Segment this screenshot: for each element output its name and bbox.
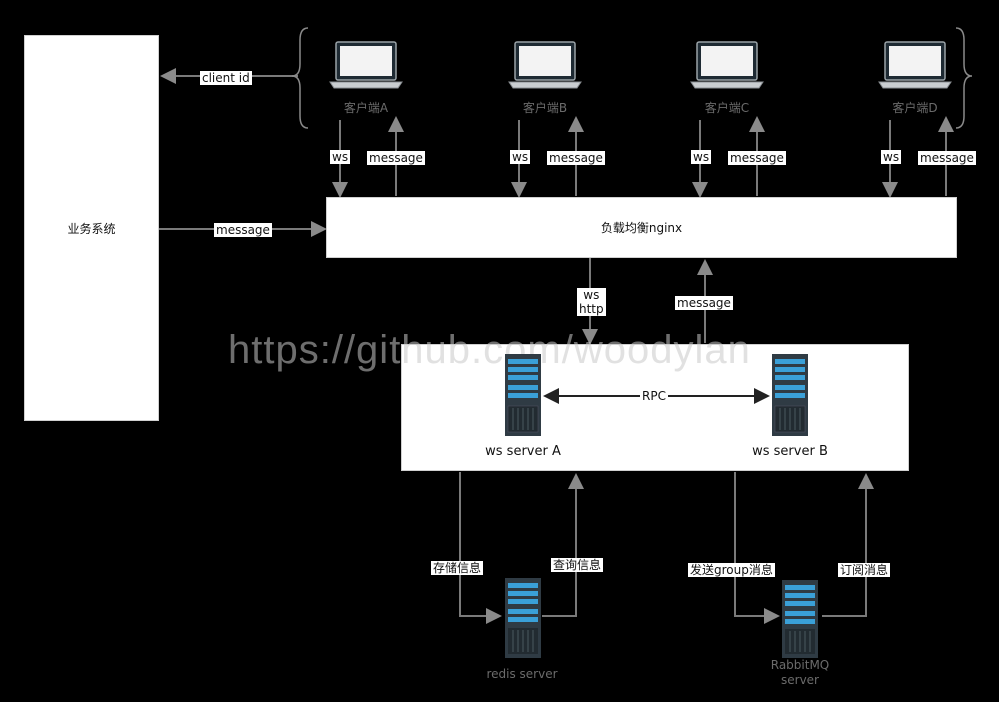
laptop-icon: [690, 41, 764, 89]
message-label: message: [728, 151, 786, 165]
server-icon: [772, 354, 808, 436]
client-id-label: client id: [200, 71, 252, 85]
client-label: 客户端B: [522, 101, 568, 115]
nginx-to-ws-label: ws http: [577, 288, 606, 316]
redis-server-label: redis server: [486, 667, 558, 681]
ws-to-nginx-label: message: [675, 296, 733, 310]
query-info-label: 查询信息: [551, 558, 604, 572]
nginx-box: 负载均衡nginx: [326, 197, 957, 258]
laptop-icon: [508, 41, 582, 89]
subscribe-message-label: 订阅消息: [838, 563, 891, 577]
ws-server-b-label: ws server B: [752, 444, 828, 459]
client-label: 客户端D: [892, 101, 938, 115]
server-icon: [505, 354, 541, 436]
ws-label: ws: [691, 150, 712, 164]
message-label: message: [547, 151, 605, 165]
store-info-label: 存储信息: [431, 561, 484, 575]
watermark-text: https://github.com/woodylan: [228, 328, 751, 372]
send-group-message-label: 发送group消息: [688, 563, 775, 577]
client-label: 客户端C: [704, 101, 750, 115]
business-message-label: message: [214, 223, 272, 237]
nginx-label: 负载均衡nginx: [600, 221, 683, 235]
message-label: message: [918, 151, 976, 165]
business-system-label: 业务系统: [67, 221, 116, 236]
ws-label: ws: [330, 150, 351, 164]
server-icon: [505, 578, 541, 658]
ws-label: ws: [881, 150, 902, 164]
message-label: message: [367, 151, 425, 165]
rpc-label: RPC: [640, 389, 668, 403]
ws-label: ws: [510, 150, 531, 164]
server-icon: [782, 580, 818, 658]
rabbitmq-server-label: RabbitMQ server: [770, 658, 830, 687]
ws-server-a-label: ws server A: [485, 444, 561, 459]
business-system-box: 业务系统: [24, 35, 159, 421]
ws-servers-box: [401, 344, 909, 471]
laptop-icon: [878, 41, 952, 89]
laptop-icon: [329, 41, 403, 89]
client-label: 客户端A: [343, 101, 389, 115]
